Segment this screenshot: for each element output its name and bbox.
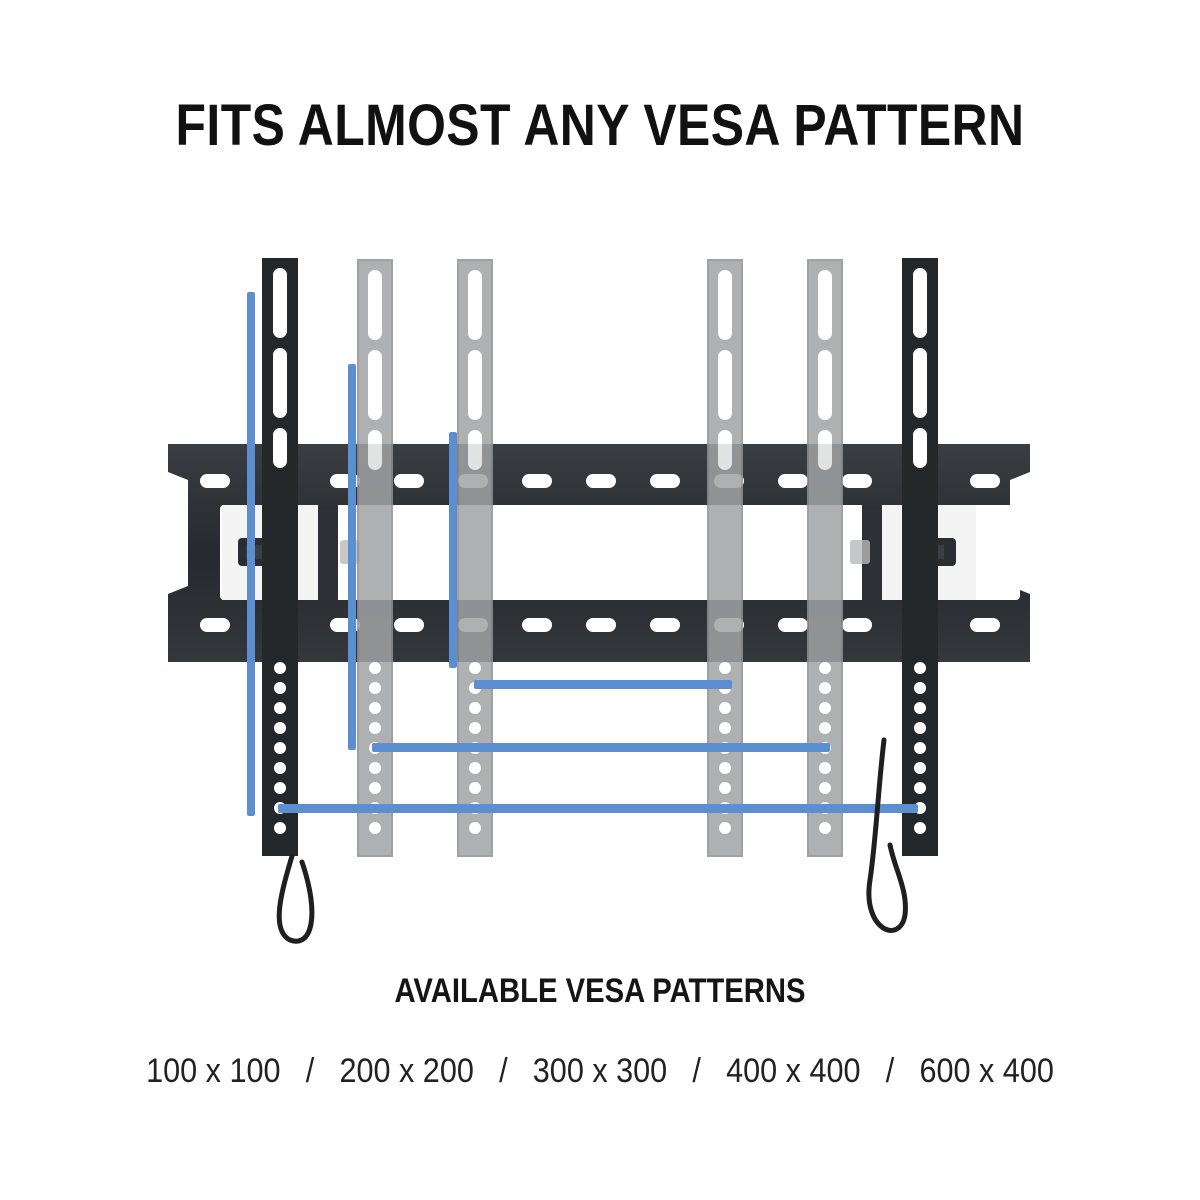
grey-bracket-100	[457, 259, 493, 857]
black-bracket-left	[262, 258, 298, 856]
pattern-600x400: 600 x 400	[919, 1052, 1054, 1090]
pattern-300x300: 300 x 300	[532, 1052, 668, 1090]
pattern-100x100: 100 x 100	[146, 1052, 281, 1090]
grey-bracket-200	[357, 259, 393, 857]
available-patterns-heading: AVAILABLE VESA PATTERNS	[394, 972, 806, 1010]
pattern-separator: /	[885, 1052, 895, 1090]
pattern-separator: /	[499, 1052, 508, 1090]
safety-strap-icon	[276, 737, 908, 944]
pattern-separator: /	[692, 1052, 701, 1090]
vesa-indicator-lines	[247, 292, 918, 816]
black-bracket-right	[902, 258, 938, 856]
patterns-list: 100 x 100 / 200 x 200 / 300 x 300 / 400 …	[60, 1052, 1140, 1091]
grey-bracket-200-right	[807, 259, 843, 857]
pattern-400x400: 400 x 400	[726, 1052, 861, 1090]
grey-bracket-100-right	[707, 259, 743, 857]
pattern-separator: /	[305, 1052, 315, 1090]
pattern-200x200: 200 x 200	[339, 1052, 474, 1090]
page-title: FITS ALMOST ANY VESA PATTERN	[175, 93, 1025, 158]
